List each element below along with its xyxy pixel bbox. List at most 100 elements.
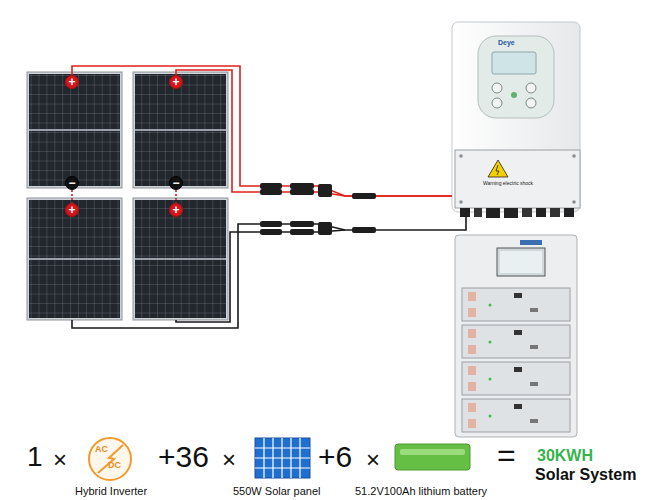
part-name: Hybrid Inverter: [75, 485, 147, 497]
battery-module-part: [530, 382, 538, 386]
mc4-connector-part: [290, 229, 314, 235]
battery-cabinet-part: [520, 240, 542, 245]
mc4-connector-part: [260, 221, 282, 227]
part-name: 550W Solar panel: [233, 485, 320, 497]
solar-panel-icon-part: [255, 438, 310, 478]
polarity-sign: +: [172, 75, 179, 89]
hybrid-inverter-part: [564, 208, 574, 217]
hybrid-inverter-part: [526, 98, 536, 108]
solar-panels-part: [29, 200, 120, 318]
battery-module-part: [462, 288, 570, 321]
hybrid-inverter-part: [522, 208, 532, 217]
solar-panels-part: [135, 258, 226, 260]
battery-icon-part: [395, 444, 470, 470]
battery-module-part: [514, 330, 522, 335]
solar-cable: [175, 190, 177, 203]
battery-module-part: [489, 415, 492, 418]
mc4-connector-part: [290, 183, 314, 189]
solar-cable: [71, 190, 73, 203]
solar-panels-part: [29, 129, 120, 131]
battery-module-part: [514, 293, 522, 298]
hybrid-inverter-part: [511, 92, 517, 98]
negative-terminal: −: [65, 176, 79, 190]
brand-logo: Deye: [498, 39, 515, 47]
part-name: 51.2V100Ah lithium battery: [355, 485, 487, 497]
hybrid-inverter-part: [496, 165, 499, 175]
solar-panels: [27, 72, 228, 320]
battery-module-part: [462, 362, 570, 395]
polarity-sign: +: [172, 203, 179, 217]
hybrid-inverter-part: [486, 208, 500, 218]
battery-module-part: [489, 341, 492, 344]
icon-text: DC: [108, 461, 121, 471]
hybrid-inverter-part: [492, 52, 536, 74]
solar-panels-part: [133, 198, 228, 320]
battery-module-part: [530, 345, 538, 349]
polarity-sign: +: [68, 75, 75, 89]
battery-module-part: [468, 403, 476, 412]
negative-terminal: −: [169, 176, 183, 190]
hybrid-inverter-part: [536, 208, 546, 217]
mc4-connector-part: [318, 222, 332, 235]
acdc-icon-part: [89, 438, 131, 480]
mc4-connector-part: [318, 184, 332, 197]
solar-panels-part: [135, 200, 226, 318]
solar-panels-part: [29, 74, 120, 186]
solar-panels-part: [29, 258, 120, 260]
battery-module: [462, 362, 570, 395]
quantity-number: +6: [318, 440, 352, 473]
hybrid-inverter-part: [492, 98, 502, 108]
times-sign: ×: [366, 447, 380, 473]
hybrid-inverter-part: [488, 160, 508, 177]
negative-wires: [72, 214, 466, 328]
battery-icon: [395, 444, 470, 470]
battery-module-part: [468, 329, 476, 338]
hybrid-inverter-part: [452, 22, 580, 212]
solar-panel-icon-part: [255, 438, 310, 478]
battery-module-part: [468, 382, 476, 391]
acdc-icon: [89, 438, 131, 480]
battery-cabinet-part: [455, 235, 577, 437]
hybrid-inverter-part: [455, 150, 580, 208]
battery-module: [462, 325, 570, 358]
battery-icon-part: [400, 449, 465, 455]
times-sign: ×: [53, 447, 67, 473]
battery-cabinet-part: [497, 248, 545, 276]
hybrid-inverter-part: [474, 208, 482, 217]
battery-cabinet: [455, 235, 577, 437]
mc4-connector-part: [352, 193, 376, 199]
solar-panels-part: [135, 74, 226, 186]
positive-terminal: +: [65, 203, 79, 217]
hybrid-inverter-part: [504, 208, 518, 218]
battery-module-part: [468, 419, 476, 428]
hybrid-inverter-part: [478, 36, 554, 118]
hybrid-inverter-part: [492, 83, 502, 93]
mc4-connector-part: [260, 189, 282, 195]
equals-sign: =: [497, 438, 516, 473]
hybrid-inverter-part: [459, 200, 463, 204]
hybrid-inverter-part: [550, 208, 560, 217]
quantity-number: +36: [158, 440, 209, 473]
warning-text: Warning electric shock: [483, 181, 533, 187]
polarity-sign: −: [68, 176, 75, 190]
negative-wires-part: [176, 230, 345, 322]
solar-panels-part: [27, 198, 122, 320]
battery-module-part: [468, 308, 476, 317]
hybrid-inverter-part: [572, 154, 576, 158]
mc4-connector-part: [352, 227, 376, 233]
capacity-text: 30KWH: [537, 447, 593, 465]
battery-module-part: [514, 404, 522, 409]
solar-panels-part: [135, 129, 226, 131]
mc4-connector-part: [260, 183, 282, 189]
mc4-connector-part: [260, 229, 282, 235]
hybrid-inverter: [452, 22, 580, 218]
quantity-number: 1: [27, 442, 43, 473]
system-title: Solar System: [535, 466, 636, 484]
polarity-sign: +: [68, 203, 75, 217]
battery-cabinet-part: [500, 251, 542, 273]
battery-module-part: [462, 325, 570, 358]
battery-module-part: [489, 304, 492, 307]
